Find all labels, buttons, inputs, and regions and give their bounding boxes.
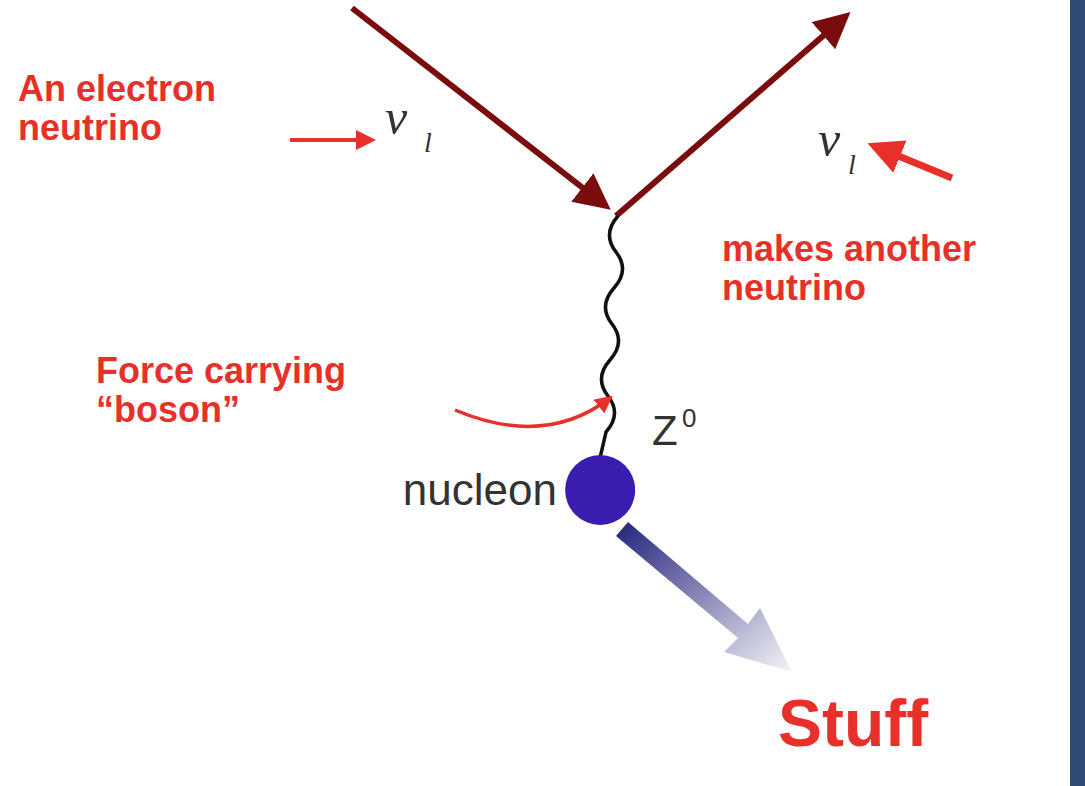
outgoing-neutrino-line [616, 16, 846, 216]
edge-band [1070, 0, 1085, 786]
annotation-arrow [290, 138, 372, 142]
annotation-arrow [874, 146, 952, 178]
nucleon-node: nucleon [403, 455, 635, 525]
stuff-arrow [616, 522, 792, 672]
annotation-arrow [455, 398, 610, 426]
z-boson-wave [600, 216, 623, 458]
annotation-text: Stuff [778, 688, 1038, 759]
node-label: nucleon [403, 465, 557, 515]
particle-symbol: ν [385, 90, 425, 144]
boson-superscript: 0 [682, 404, 702, 432]
annotation-text: An electron neutrino [18, 70, 308, 148]
nucleon-disc [565, 455, 635, 525]
particle-subscript: l [848, 150, 868, 180]
annotation-text: Force carrying “boson” [96, 352, 396, 430]
annotation-text: makes another neutrino [722, 230, 1062, 308]
incoming-neutrino-line [352, 8, 606, 206]
particle-subscript: l [424, 128, 444, 158]
